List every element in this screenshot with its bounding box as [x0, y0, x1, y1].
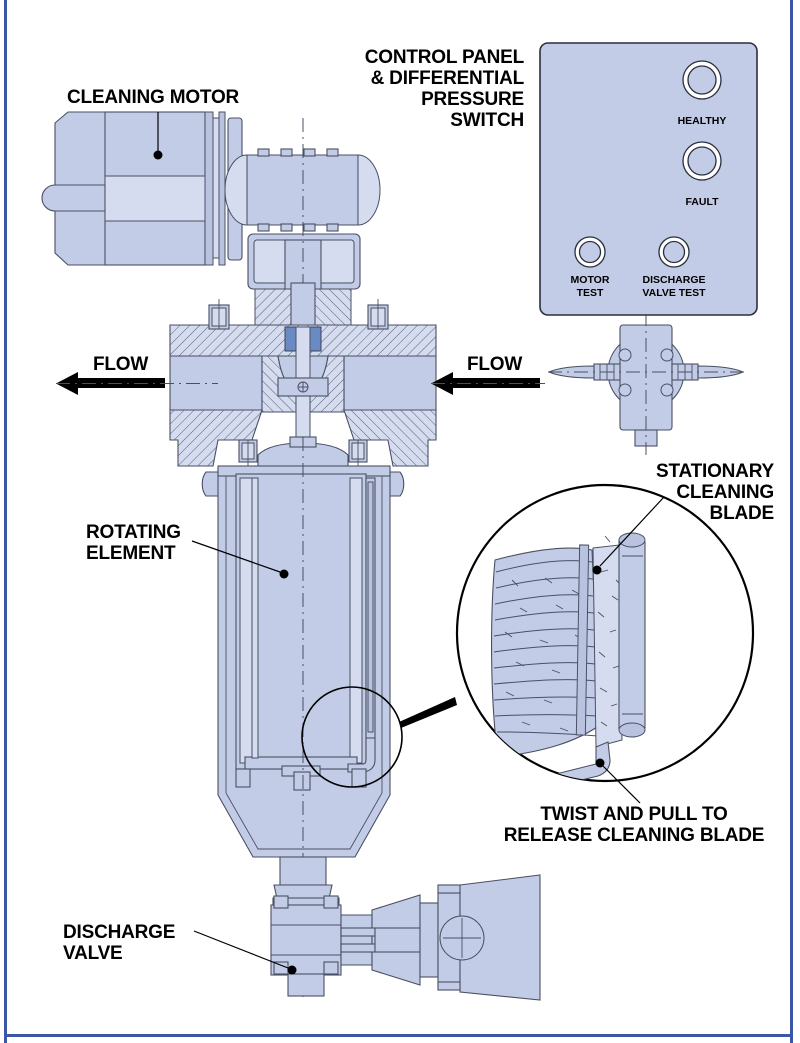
- button-discharge-valve-test-label-1: DISCHARGE: [642, 274, 705, 286]
- button-discharge-valve-test-label-2: VALVE TEST: [642, 287, 706, 299]
- indicator-fault[interactable]: [682, 141, 722, 181]
- stationary-blade-leader-dot: [592, 565, 602, 575]
- cleaning-motor: [41, 111, 243, 266]
- callout-stationary-blade: STATIONARY CLEANING BLADE: [592, 461, 775, 575]
- control-panel-label-3: PRESSURE: [421, 89, 524, 110]
- callout-rotating-element: ROTATING ELEMENT: [86, 522, 289, 579]
- page-border-bottom: [4, 1034, 793, 1037]
- seal-accent-right: [309, 326, 322, 352]
- flow-arrow-right-group: FLOW: [431, 354, 545, 395]
- detail-callout-circle: [301, 686, 403, 788]
- rotating-element: [235, 473, 376, 791]
- blade-detail-view: [455, 483, 755, 783]
- cleaning-motor-label: CLEANING MOTOR: [67, 87, 240, 108]
- stationary-blade-label-1: STATIONARY: [656, 461, 775, 482]
- button-motor-test[interactable]: [574, 236, 606, 268]
- flow-label-right: FLOW: [467, 354, 522, 375]
- indicator-fault-label: FAULT: [685, 196, 719, 208]
- seal-accent-left: [284, 326, 297, 352]
- discharge-valve-leader-dot: [287, 965, 297, 975]
- twist-pull-leader-dot: [595, 758, 605, 768]
- twist-pull-label-2: RELEASE CLEANING BLADE: [504, 825, 765, 846]
- stationary-blade-label-3: BLADE: [710, 503, 774, 524]
- control-panel-label-1: CONTROL PANEL: [365, 47, 525, 68]
- discharge-valve-label-1: DISCHARGE: [63, 922, 175, 943]
- control-panel-label-2: & DIFFERENTIAL: [371, 68, 525, 89]
- stationary-blade-label-2: CLEANING: [676, 482, 774, 503]
- indicator-healthy-label: HEALTHY: [678, 115, 727, 127]
- cleaning-motor-leader-dot: [153, 150, 163, 160]
- vessel-clamp-bolts: [238, 439, 368, 495]
- callout-twist-pull: TWIST AND PULL TO RELEASE CLEANING BLADE: [504, 758, 765, 846]
- gearbox: [224, 118, 381, 300]
- differential-pressure-switch: [547, 312, 745, 455]
- rotating-element-label-2: ELEMENT: [86, 543, 176, 564]
- flow-label-left: FLOW: [93, 354, 148, 375]
- filter-head: [169, 282, 437, 497]
- button-discharge-valve-test[interactable]: [658, 236, 690, 268]
- rotating-element-label-1: ROTATING: [86, 522, 181, 543]
- detail-callout-connector: [399, 697, 457, 728]
- callout-cleaning-motor: CLEANING MOTOR: [67, 87, 240, 160]
- page-border-right: [790, 0, 793, 1043]
- rotating-element-leader-dot: [279, 569, 289, 579]
- discharge-valve-label-2: VALVE: [63, 943, 123, 964]
- head-bolts-top: [208, 299, 389, 330]
- control-panel-label-4: SWITCH: [450, 110, 524, 131]
- button-motor-test-label-2: TEST: [577, 287, 604, 299]
- callout-control-panel: CONTROL PANEL & DIFFERENTIAL PRESSURE SW…: [365, 47, 525, 131]
- page-border-left: [4, 0, 7, 1043]
- callout-discharge-valve: DISCHARGE VALVE: [63, 922, 297, 975]
- button-motor-test-label-1: MOTOR: [571, 274, 610, 286]
- control-panel[interactable]: HEALTHY FAULT MOTOR TEST DISCHARGE VALVE…: [539, 42, 758, 316]
- indicator-healthy[interactable]: [682, 60, 722, 100]
- discharge-valve: [270, 874, 541, 1001]
- flow-arrow-left-group: FLOW: [56, 354, 218, 395]
- twist-pull-label-1: TWIST AND PULL TO: [540, 804, 727, 825]
